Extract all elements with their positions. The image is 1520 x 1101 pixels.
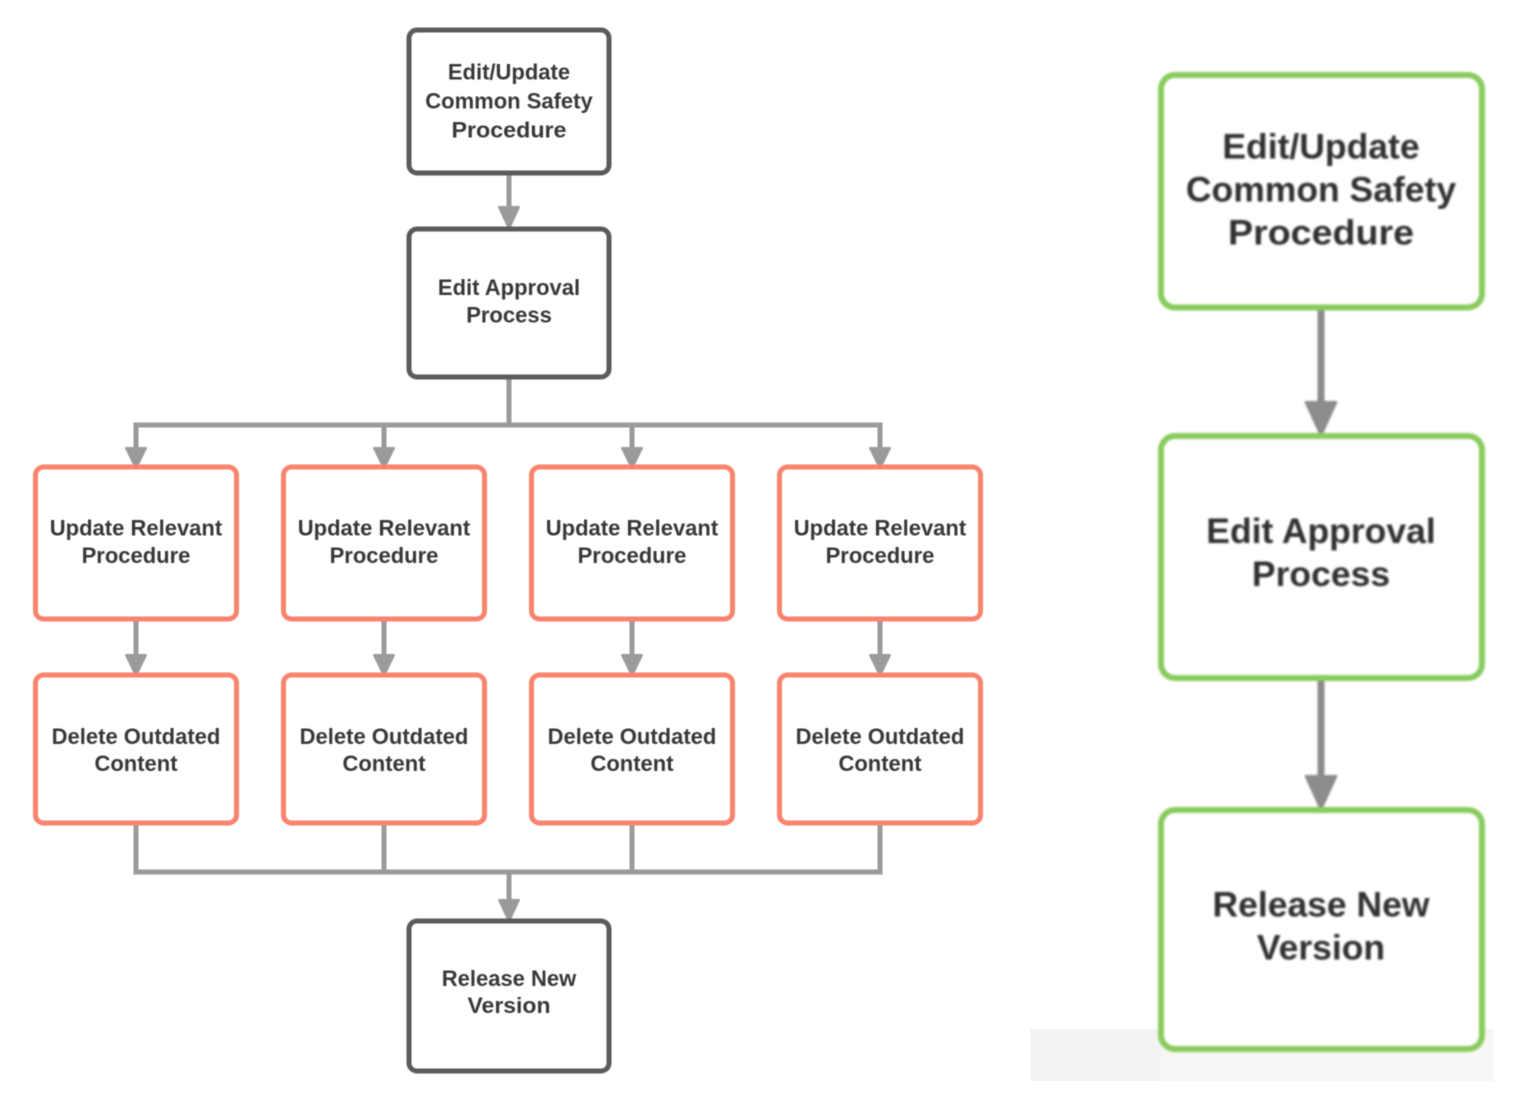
svg-text:Edit/Update: Edit/Update: [1222, 127, 1419, 167]
svg-text:Update Relevant: Update Relevant: [50, 516, 223, 541]
svg-text:Procedure: Procedure: [330, 543, 439, 568]
svg-text:Process: Process: [466, 303, 552, 328]
svg-text:Version: Version: [1257, 928, 1385, 968]
svg-text:Release New: Release New: [1212, 885, 1429, 925]
svg-text:Process: Process: [1252, 554, 1390, 594]
svg-text:Delete Outdated: Delete Outdated: [300, 724, 469, 749]
svg-text:Content: Content: [590, 751, 674, 776]
svg-text:Procedure: Procedure: [82, 543, 191, 568]
svg-text:Delete Outdated: Delete Outdated: [796, 724, 965, 749]
svg-text:Edit/Update: Edit/Update: [448, 60, 570, 85]
svg-text:Edit Approval: Edit Approval: [438, 275, 580, 300]
svg-text:Update Relevant: Update Relevant: [546, 516, 719, 541]
svg-text:Version: Version: [468, 993, 551, 1018]
svg-text:Common Safety: Common Safety: [1186, 170, 1456, 210]
svg-text:Content: Content: [342, 751, 426, 776]
svg-text:Update Relevant: Update Relevant: [298, 516, 471, 541]
svg-text:Procedure: Procedure: [1228, 213, 1414, 253]
svg-text:Update Relevant: Update Relevant: [794, 516, 967, 541]
svg-text:Content: Content: [94, 751, 178, 776]
svg-text:Common Safety: Common Safety: [425, 89, 593, 114]
svg-text:Delete Outdated: Delete Outdated: [548, 724, 717, 749]
svg-text:Procedure: Procedure: [826, 543, 935, 568]
svg-text:Procedure: Procedure: [578, 543, 687, 568]
svg-text:Release New: Release New: [442, 966, 577, 991]
svg-text:Content: Content: [838, 751, 922, 776]
svg-text:Delete Outdated: Delete Outdated: [52, 724, 221, 749]
svg-text:Procedure: Procedure: [452, 118, 567, 143]
svg-text:Edit Approval: Edit Approval: [1206, 511, 1435, 551]
